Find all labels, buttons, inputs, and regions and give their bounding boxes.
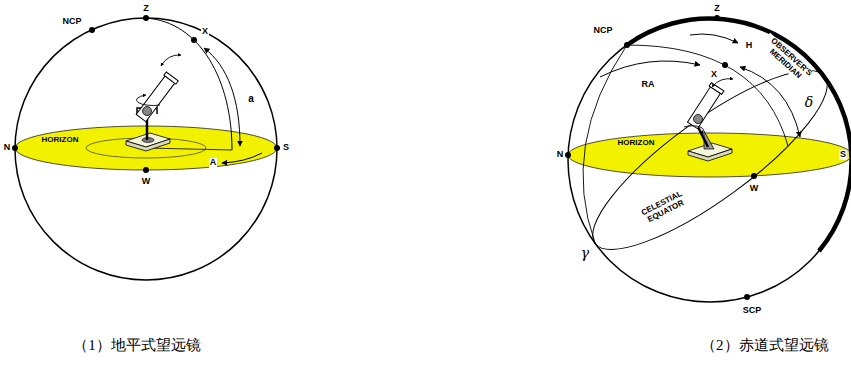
west-dot <box>751 173 757 179</box>
hour-angle-label: H <box>745 41 754 51</box>
horizon-plane <box>568 133 851 177</box>
equatorial-sphere <box>565 15 851 302</box>
equinox-label: γ <box>580 246 590 261</box>
azimuth-rotation <box>136 95 160 106</box>
sphere-points <box>565 15 851 300</box>
azimuth-arrow <box>222 153 262 163</box>
west-dot <box>143 167 149 173</box>
altaz-telescope <box>126 55 181 151</box>
south-dot <box>274 145 280 151</box>
pole-label: NCP <box>61 17 82 27</box>
hour-angle-arrow <box>690 34 738 43</box>
equatorial-telescope <box>684 79 733 161</box>
altitude-label: a <box>247 93 255 104</box>
telescope-tube <box>686 83 724 130</box>
north-label: N <box>3 143 12 153</box>
south-label: S <box>839 150 847 160</box>
south-dot <box>849 152 851 158</box>
zenith-dot <box>714 15 720 21</box>
altitude-rotation <box>161 55 181 66</box>
illustration-stroke <box>709 83 724 95</box>
illustration-stroke <box>136 76 174 122</box>
altaz-sphere <box>12 15 280 280</box>
north-dot <box>565 152 571 158</box>
target-dot <box>191 37 197 43</box>
declination-label: δ <box>804 95 814 110</box>
right-ascension-arrow <box>600 61 700 77</box>
mount-base-side <box>688 149 732 161</box>
zenith-dot <box>143 15 149 21</box>
zenith-label: Z <box>142 4 150 14</box>
illustration-stroke <box>164 72 178 84</box>
celestial-sphere <box>568 18 851 302</box>
north-label: N <box>556 150 565 160</box>
altitude-axle <box>143 107 152 116</box>
south-pole-label: SCP <box>742 306 763 316</box>
declination-axle <box>694 115 703 124</box>
figure-caption: （1）地平式望远镜 <box>72 337 202 354</box>
celestial-sphere <box>15 18 277 280</box>
pole-dot <box>89 27 95 33</box>
target-hour-circle <box>627 45 788 146</box>
west-label: W <box>141 177 152 187</box>
pole-label: NCP <box>592 26 613 36</box>
figure-caption: （2）赤道式望远镜 <box>700 337 830 354</box>
right-ascension-label: RA <box>641 80 656 90</box>
north-dot <box>12 145 18 151</box>
equator-label: CELESTIAL EQUATOR <box>631 186 696 231</box>
declination-arrow <box>740 67 800 137</box>
azimuth-circle <box>86 138 206 158</box>
telescope-tube <box>135 72 178 123</box>
altitude-arrow <box>204 48 240 146</box>
target-label: X <box>710 70 718 80</box>
target-label: X <box>201 27 209 37</box>
azimuth-label: A <box>209 158 218 168</box>
west-label: W <box>749 184 760 194</box>
illustration-stroke <box>688 87 721 129</box>
sphere-points <box>12 15 280 173</box>
observer-meridian <box>627 19 851 251</box>
azimuth-line <box>146 148 232 150</box>
south-label: S <box>282 143 290 153</box>
horizon-label: HORIZON <box>41 136 80 145</box>
pole-dot <box>624 42 630 48</box>
south-pole-dot <box>744 294 750 300</box>
zenith-label: Z <box>713 4 721 14</box>
polar-rotation <box>684 126 703 133</box>
horizon-label: HORIZON <box>617 139 656 148</box>
target-dot <box>722 62 728 68</box>
